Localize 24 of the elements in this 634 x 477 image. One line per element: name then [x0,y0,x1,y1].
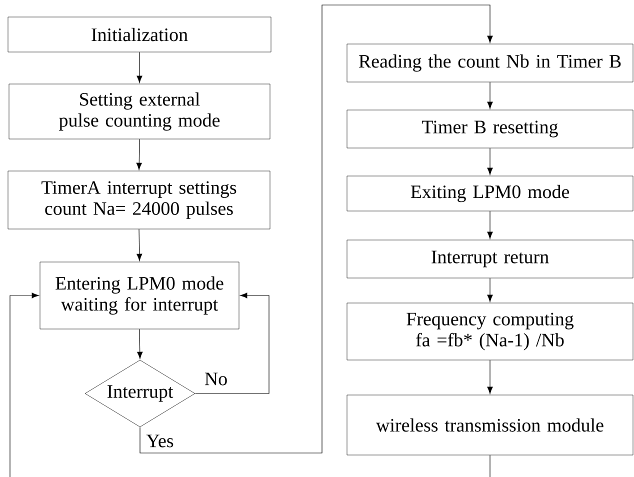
arrow [487,148,493,175]
process-box: Setting external pulse counting mode [8,84,270,140]
process-box: Frequency computing fa =fb* (Na-1) /Nb [346,302,634,360]
process-box: Initialization [8,16,272,52]
process-box: Timer B resetting [346,110,634,148]
arrow [487,210,493,239]
edge-label: No [203,372,229,386]
arrow [487,360,493,394]
edge-label: Yes [145,434,175,448]
process-box: Reading the count Nb in Timer B [346,44,634,82]
arrow [487,82,493,109]
arrow [136,52,142,83]
arrow [136,138,142,170]
arrow [137,328,143,359]
arrow [136,228,142,261]
arrow [194,292,270,394]
process-box: Interrupt return [346,240,634,278]
process-box: wireless transmission module [346,394,634,456]
arrow [10,292,39,477]
arrow [487,278,493,302]
arrow [140,4,493,454]
process-box: Entering LPM0 mode waiting for interrupt [40,262,240,330]
process-box: Exiting LPM0 mode [346,176,634,212]
process-box: TimerA interrupt settings count Na= 24000 pulses [8,170,270,230]
